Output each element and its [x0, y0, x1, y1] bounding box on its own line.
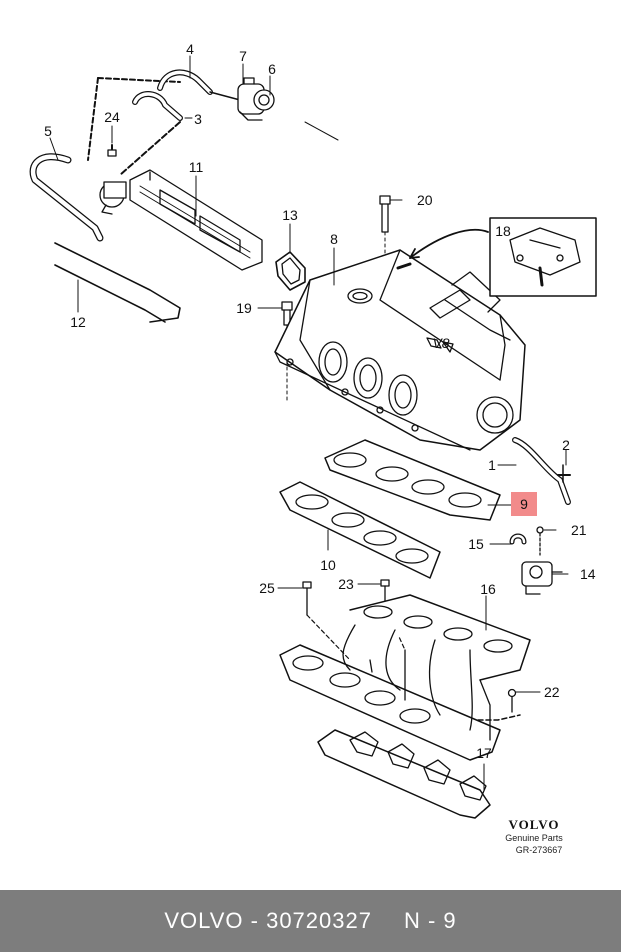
inset-box-18	[409, 217, 597, 297]
callout-4: 4	[186, 41, 194, 57]
valve-and-resonator-11	[99, 169, 263, 271]
callout-11: 11	[189, 159, 204, 175]
bolt-25	[302, 581, 351, 661]
callout-16: 16	[480, 581, 496, 597]
intake-manifold-8	[274, 249, 526, 451]
brand-block: VOLVO Genuine Parts GR-273667	[505, 817, 563, 855]
figure-code: GR-273667	[516, 845, 563, 855]
gasket-10	[279, 481, 441, 579]
brand-logo: VOLVO	[509, 817, 560, 832]
lower-intake-16	[279, 594, 531, 761]
leader-lines	[49, 55, 569, 791]
gasket-13	[275, 251, 306, 291]
callout-8: 8	[330, 231, 338, 247]
callout-13: 13	[282, 207, 298, 223]
callout-9: 9	[520, 496, 528, 512]
callout-2: 2	[562, 437, 570, 453]
parts-diagram: 4 7 6 3 5 24 11 12 13 8 20 19 18 1 2 9 1…	[29, 41, 597, 855]
callout-10: 10	[320, 557, 336, 573]
callout-7: 7	[239, 48, 247, 64]
engine-badge-label: V8	[432, 335, 449, 351]
callout-6: 6	[268, 61, 276, 77]
hose-15	[509, 533, 527, 545]
footer-bar: VOLVO - 30720327 N - 9	[0, 890, 621, 952]
callout-labels: 4 7 6 3 5 24 11 12 13 8 20 19 18 1 2 9 1…	[44, 41, 596, 761]
callout-21: 21	[571, 522, 587, 538]
bolt-22	[507, 688, 517, 713]
bolt-24	[107, 144, 117, 157]
callout-1: 1	[488, 457, 496, 473]
callout-20: 20	[417, 192, 433, 208]
footer-separator: -	[243, 908, 267, 933]
callout-9-highlight	[511, 492, 537, 516]
gasket-9	[324, 439, 501, 521]
callout-22: 22	[544, 684, 560, 700]
sensor-14	[521, 561, 563, 595]
pressure-sensor-6-7	[237, 77, 275, 121]
gasket-17	[317, 729, 491, 819]
callout-25: 25	[259, 580, 275, 596]
footer-position: N - 9	[403, 908, 457, 933]
hose-1	[512, 437, 571, 505]
callout-18: 18	[495, 223, 511, 239]
vacuum-hose-assembly	[87, 69, 241, 176]
callout-5: 5	[44, 123, 52, 139]
callout-23: 23	[338, 576, 354, 592]
footer-part-number: 30720327	[266, 908, 372, 933]
callout-12: 12	[70, 314, 86, 330]
clip-2	[557, 464, 571, 483]
seal-strip-12	[54, 242, 181, 323]
callout-24: 24	[104, 109, 120, 125]
callout-17: 17	[476, 745, 492, 761]
bolt-21	[536, 526, 544, 556]
footer-brand: VOLVO	[164, 908, 244, 933]
callout-14: 14	[580, 566, 596, 582]
hose-5	[29, 153, 104, 242]
callout-15: 15	[468, 536, 484, 552]
callout-3: 3	[194, 111, 202, 127]
brand-tagline: Genuine Parts	[505, 833, 563, 843]
callout-19: 19	[236, 300, 252, 316]
